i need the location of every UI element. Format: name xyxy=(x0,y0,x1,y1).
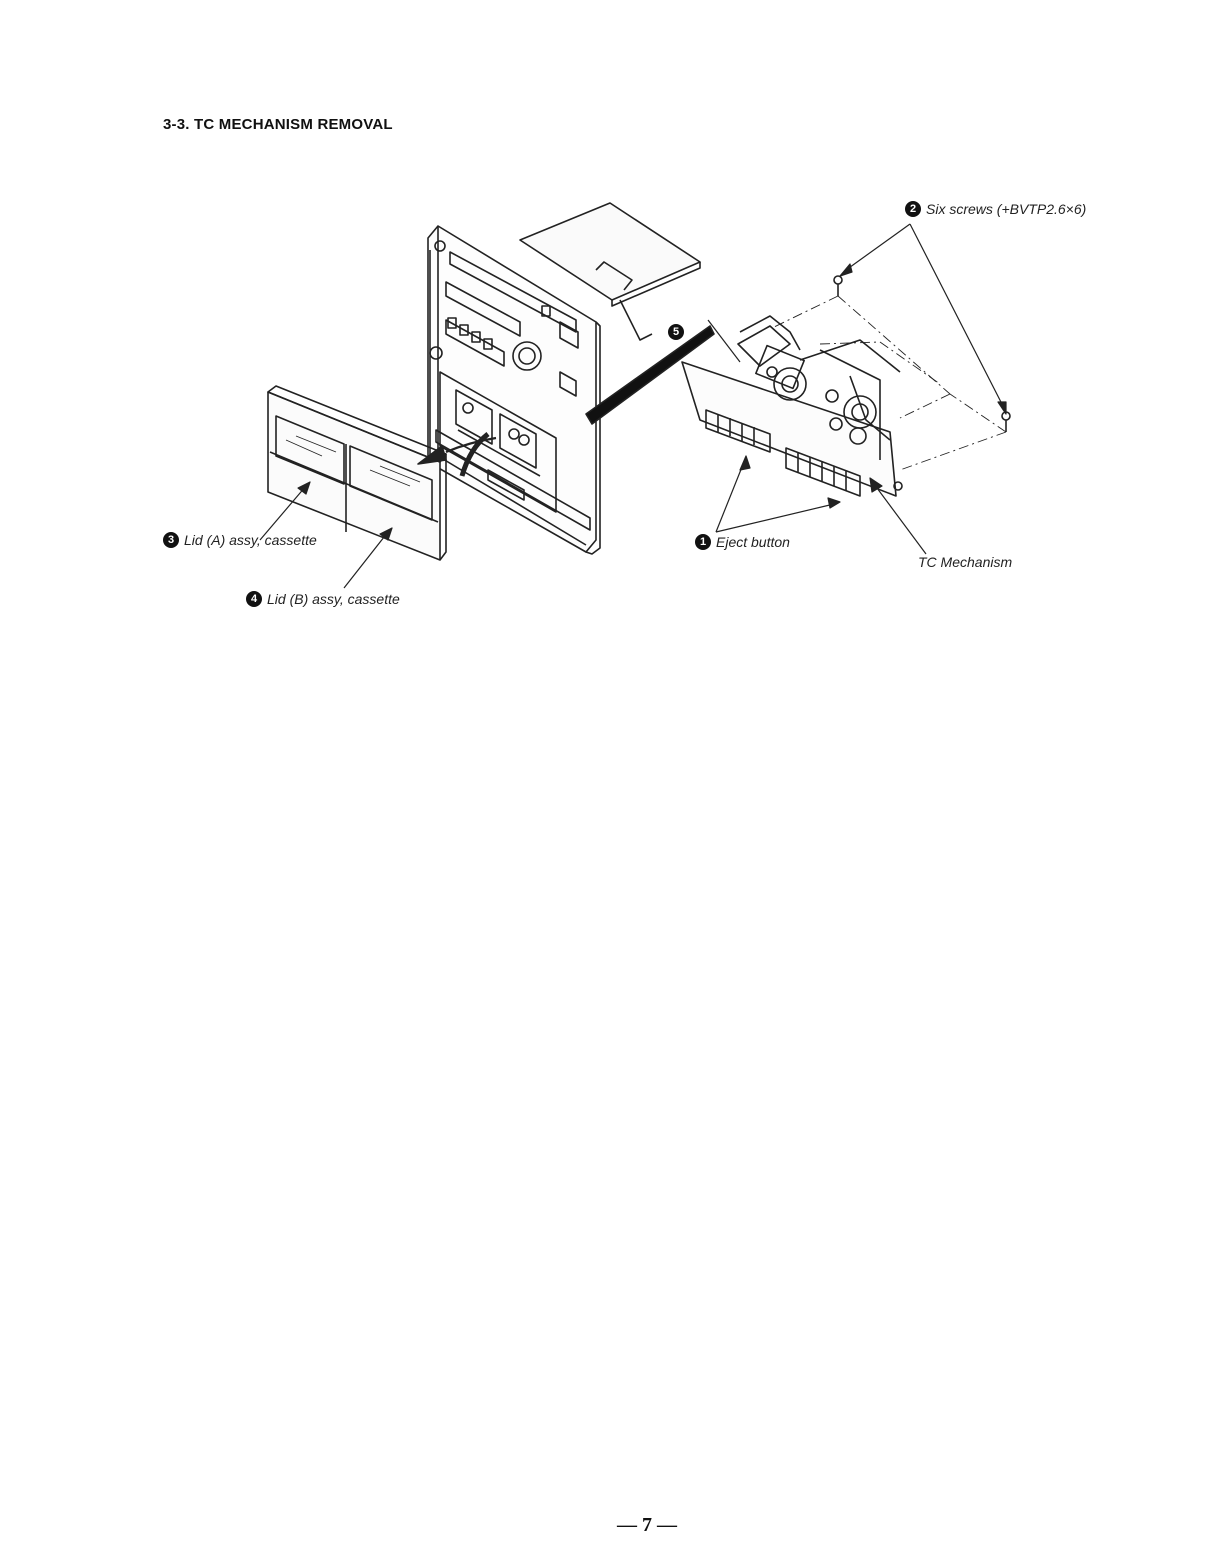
mechanism-label: TC Mechanism xyxy=(918,554,1012,570)
callout-screws: 2 Six screws (+BVTP2.6×6) xyxy=(905,201,1086,217)
screws-label: Six screws (+BVTP2.6×6) xyxy=(926,201,1086,217)
callout-mechanism: TC Mechanism xyxy=(918,554,1012,570)
tc-mechanism xyxy=(682,316,902,496)
eject-label: Eject button xyxy=(716,534,790,550)
number-4-icon: 4 xyxy=(246,591,262,607)
number-5-icon: 5 xyxy=(668,324,684,340)
number-3-icon: 3 xyxy=(163,532,179,548)
number-2-icon: 2 xyxy=(905,201,921,217)
callout-eject: 1 Eject button xyxy=(695,534,790,550)
number-1-icon: 1 xyxy=(695,534,711,550)
screws xyxy=(834,276,1010,432)
page-number: — 7 — xyxy=(617,1514,677,1537)
callout-lid-b: 4 Lid (B) assy, cassette xyxy=(246,591,400,607)
callout-lid-a: 3 Lid (A) assy, cassette xyxy=(163,532,317,548)
callout-step5: 5 xyxy=(668,324,689,340)
lid-a-label: Lid (A) assy, cassette xyxy=(184,532,317,548)
lid-b-label: Lid (B) assy, cassette xyxy=(267,591,400,607)
